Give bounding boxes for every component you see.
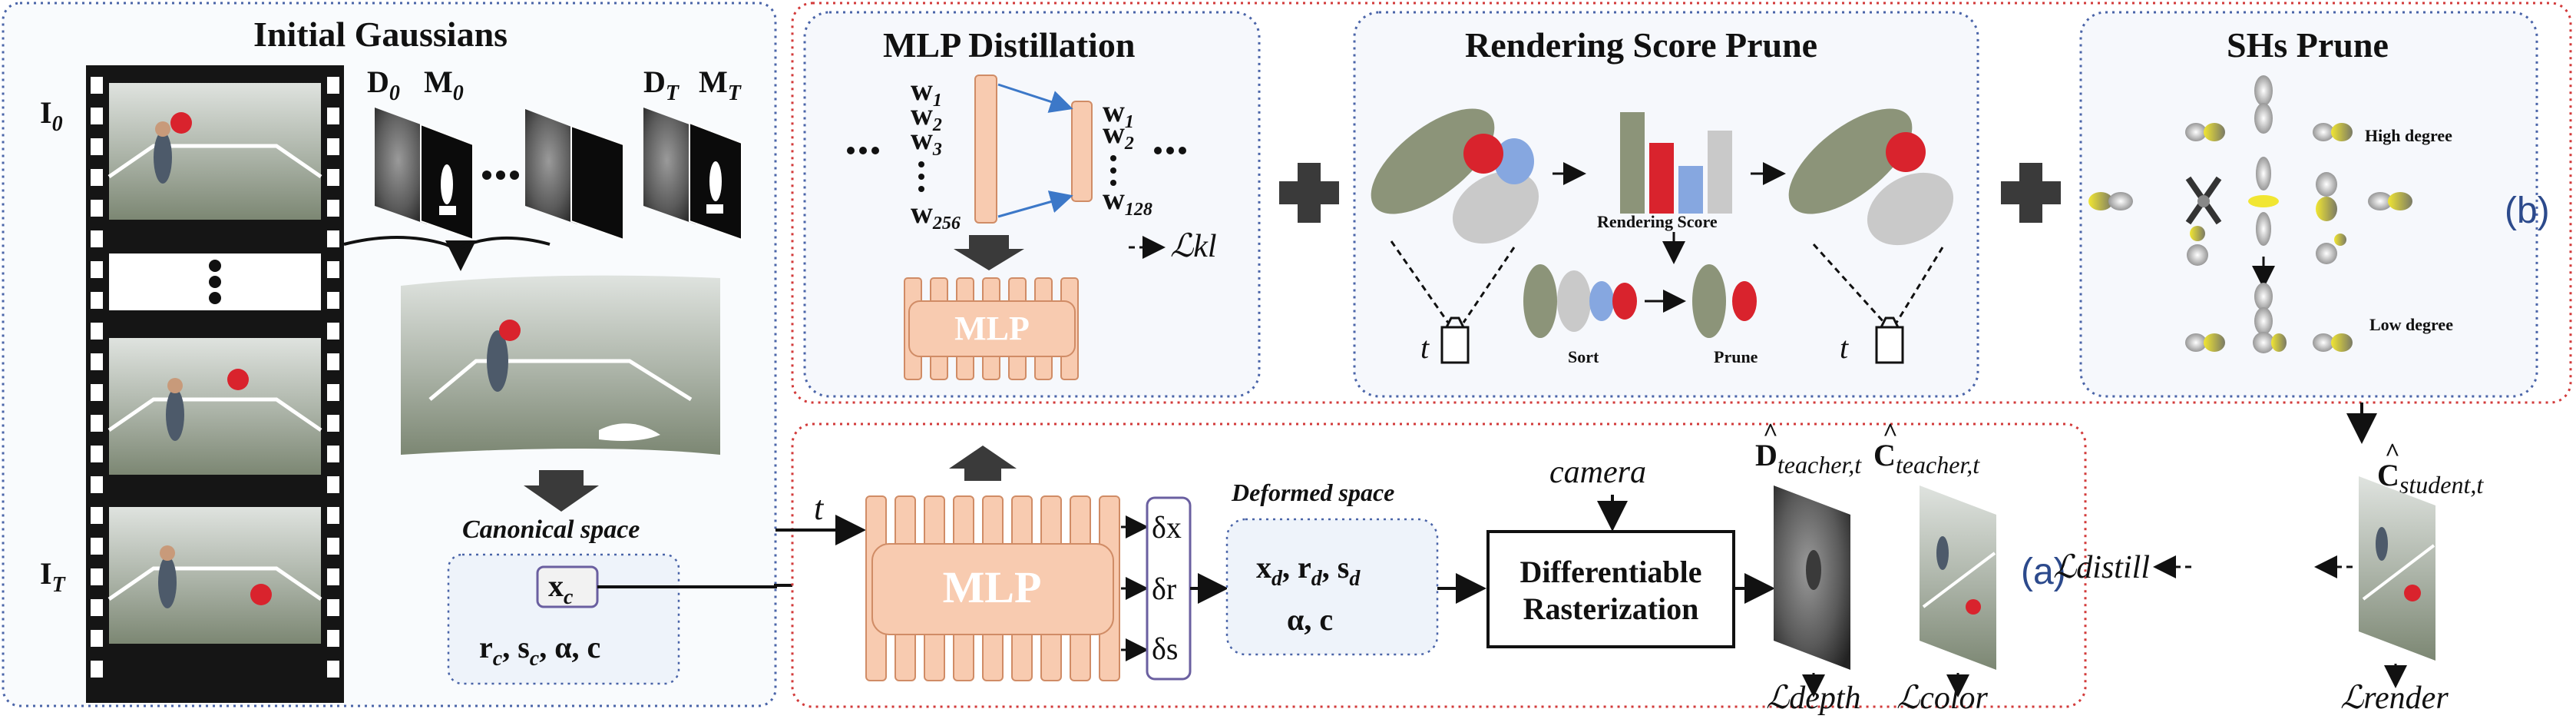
high-degree-label: High degree — [2365, 126, 2452, 145]
i0-label: I0 — [40, 95, 63, 136]
film-strip — [86, 65, 344, 703]
time-label-2: t — [1840, 330, 1849, 365]
rendering-score-prune-panel: Rendering Score Prune t Rendering Score … — [1353, 11, 1979, 398]
hat-icon: ^ — [1763, 419, 1778, 447]
v1-label: w1 — [1103, 94, 1134, 132]
low-degree-label: Low degree — [2369, 315, 2453, 334]
merge-brace — [343, 236, 476, 271]
dT-label: DT — [643, 65, 680, 105]
deformation-mlp: MLP — [865, 495, 1120, 681]
sh-high-degree — [2088, 75, 2412, 266]
student-layer — [1071, 101, 1093, 202]
v2-label: w2 — [1103, 115, 1134, 154]
camera-label: camera — [1549, 455, 1646, 490]
plus-icon — [2001, 163, 2061, 223]
hat-icon: ^ — [1883, 419, 1898, 447]
teacher-layer — [974, 75, 997, 224]
right-ellipsis — [1154, 147, 1186, 154]
deformation-mlp-label: MLP — [943, 562, 1042, 612]
delta-x: δx — [1152, 510, 1182, 545]
camera-icon — [1440, 316, 1470, 364]
up-arrow-to-distill — [949, 446, 1017, 481]
delta-r: δr — [1152, 572, 1176, 606]
canonical-image — [401, 275, 720, 455]
rasterizer-box — [1486, 530, 1735, 648]
tag-a: (a) — [2021, 552, 2066, 592]
camera-icon — [1875, 316, 1904, 364]
rendering-score-bars — [1620, 112, 1732, 214]
initial-gaussians-title: Initial Gaussians — [253, 15, 508, 54]
depth-loss: ℒdepth — [1766, 681, 1861, 715]
mlp-distillation-panel: MLP Distillation w1 w2 w3 w256 w1 w2 w12… — [803, 11, 1261, 398]
deformed-box — [1225, 518, 1439, 656]
time-input-label: t — [814, 489, 825, 527]
iT-label: IT — [40, 556, 67, 597]
canonical-space-label: Canonical space — [462, 515, 640, 544]
frame-ellipsis — [209, 260, 221, 304]
canonical-params: rc, sc, α, c — [479, 630, 600, 671]
plus-icon — [1279, 163, 1339, 223]
render-loss: ℒrender — [2340, 681, 2449, 715]
depth-mask-0 — [375, 108, 474, 241]
deformed-params-2: α, c — [1287, 602, 1333, 637]
rendering-score-prune-title: Rendering Score Prune — [1465, 25, 1817, 65]
down-arrow-canonical — [524, 470, 599, 512]
tag-b: (b) — [2505, 191, 2550, 231]
hat-icon: ^ — [2385, 439, 2400, 467]
m0-label: M0 — [424, 65, 464, 105]
xc-label: xc — [548, 568, 574, 609]
depth-mask-mid — [525, 109, 624, 241]
frame-0 — [107, 83, 322, 220]
mT-label: MT — [699, 65, 742, 105]
c-teacher-label: Cteacher,t — [1873, 438, 1980, 479]
delta-s: δs — [1152, 631, 1178, 666]
initial-gaussians-panel: Initial Gaussians — [2, 2, 777, 707]
rendering-score-label: Rendering Score — [1597, 212, 1718, 231]
ellipsis-dots — [482, 171, 519, 180]
w256-label: w256 — [911, 195, 961, 234]
v128-label: w128 — [1103, 181, 1152, 220]
sort-label: Sort — [1568, 347, 1599, 366]
c-student-label: Cstudent,t — [2377, 458, 2484, 499]
deformed-params-1: xd, rd, sd — [1256, 550, 1361, 591]
student-color-image — [2359, 476, 2435, 661]
shs-prune-title: SHs Prune — [2227, 25, 2389, 65]
distilled-mlp-label: MLP — [954, 310, 1030, 347]
deformed-space-label: Deformed space — [1231, 479, 1394, 506]
w2-label: w2 — [911, 97, 942, 135]
rasterizer-line-2: Rasterization — [1523, 591, 1699, 626]
distill-down-arrow — [954, 235, 1024, 270]
left-ellipsis — [847, 147, 879, 154]
kl-loss: ℒkl — [1170, 229, 1217, 264]
color-loss: ℒcolor — [1896, 681, 1989, 715]
d-teacher-label: Dteacher,t — [1755, 438, 1862, 479]
sh-low-degree — [2185, 283, 2353, 353]
w1-label: w1 — [911, 72, 942, 111]
depth-mask-T — [643, 108, 742, 241]
teacher-color-image — [1920, 485, 1996, 670]
mlp-distillation-title: MLP Distillation — [883, 25, 1135, 65]
time-label-1: t — [1420, 330, 1430, 365]
rasterizer-line-1: Differentiable — [1520, 555, 1702, 589]
distilled-mlp: MLP — [904, 277, 1079, 380]
frame-T — [107, 507, 322, 644]
d0-label: D0 — [367, 65, 400, 105]
frame-mid — [107, 338, 322, 475]
shs-prune-panel: SHs Prune High degree Low degree — [2079, 11, 2538, 398]
distill-loss: ℒdistill — [2053, 550, 2150, 585]
w3-label: w3 — [911, 121, 942, 160]
prune-label: Prune — [1714, 347, 1758, 366]
